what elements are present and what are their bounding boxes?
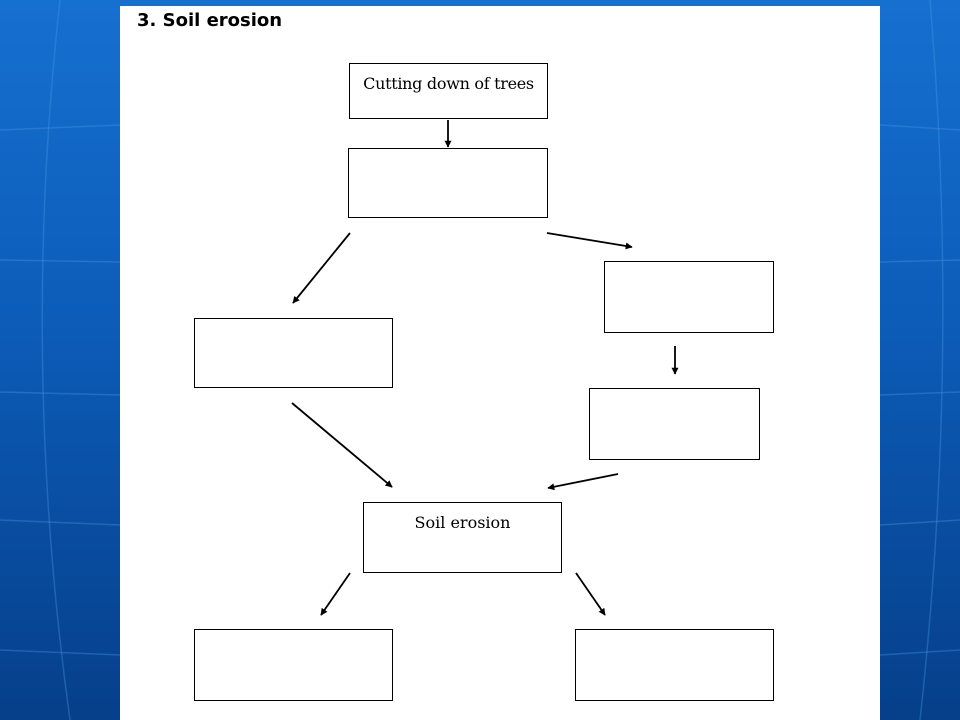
arrow-soil-to-effect-left — [320, 572, 351, 616]
arrow-soil-to-effect-right — [575, 572, 606, 616]
node-blank-right-branch-lower[interactable] — [589, 388, 760, 460]
node-blank-effect-left[interactable] — [194, 629, 393, 701]
arrow-right-lower-to-soil-erosion — [547, 473, 619, 491]
arrow-consequence-to-left — [292, 232, 351, 304]
arrow-left-to-soil-erosion — [291, 402, 393, 488]
node-cutting-down-of-trees: Cutting down of trees — [349, 63, 548, 119]
node-blank-right-branch-upper[interactable] — [604, 261, 774, 333]
node-blank-effect-right[interactable] — [575, 629, 774, 701]
arrow-consequence-to-right — [546, 232, 633, 250]
page-title: 3. Soil erosion — [137, 10, 283, 31]
node-blank-left-branch[interactable] — [194, 318, 393, 388]
node-label: Cutting down of trees — [363, 74, 534, 93]
worksheet-panel: 3. Soil erosion Cutting down of trees So… — [120, 6, 880, 720]
node-blank-consequence[interactable] — [348, 148, 548, 218]
node-label: Soil erosion — [414, 513, 511, 532]
flow-arrows — [291, 120, 679, 616]
node-soil-erosion: Soil erosion — [363, 502, 562, 573]
